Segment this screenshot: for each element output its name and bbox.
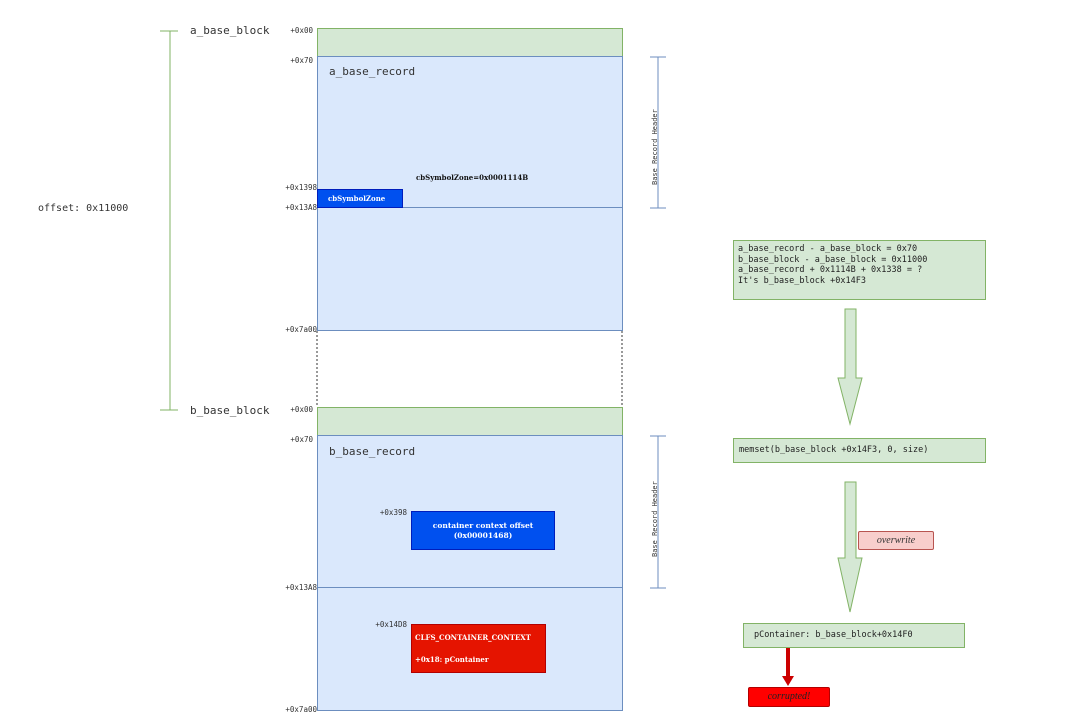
b-offset-13a8: +0x13A8	[285, 583, 317, 592]
memset-box: memset(b_base_block +0x14F3, 0, size)	[733, 438, 986, 463]
cb-symbol-zone-text: cbSymbolZone	[328, 194, 386, 203]
a-offset-70: +0x70	[290, 56, 313, 65]
clfs-pcontainer-field: +0x18: pContainer	[415, 655, 489, 664]
container-context-offset-line2: (0x00001468)	[453, 531, 513, 540]
down-arrow-1	[837, 308, 863, 426]
clfs-container-context-title: CLFS_CONTAINER_CONTEXT	[415, 633, 531, 642]
b-base-record-label: b_base_record	[329, 445, 416, 458]
cb-symbol-zone-field: cbSymbolZone	[317, 189, 403, 208]
b-offset-398: +0x398	[379, 508, 407, 517]
corrupted-tag: corrupted!	[748, 687, 830, 707]
container-context-offset-line1: container context offset	[432, 521, 534, 530]
b-base-block-label: b_base_block	[190, 404, 270, 417]
calc-line: a_base_record + 0x1114B + 0x1338 = ?	[738, 265, 923, 275]
calc-line: a_base_record - a_base_block = 0x70	[738, 244, 918, 254]
cb-symbol-zone-value: cbSymbolZone=0x0001114B	[416, 173, 529, 182]
memset-text: memset(b_base_block +0x14F3, 0, size)	[739, 445, 929, 455]
a-offset-1398: +0x1398	[285, 183, 317, 192]
a-offset-13a8: +0x13A8	[285, 203, 317, 212]
a-offset-00: +0x00	[290, 26, 313, 35]
container-context-offset-field: container context offset (0x00001468)	[411, 511, 555, 550]
down-arrow-2	[837, 481, 863, 613]
overwrite-tag: overwrite	[858, 531, 934, 550]
a-block-header	[317, 28, 623, 57]
a-base-record	[317, 56, 623, 208]
a-block-body	[317, 207, 623, 331]
b-offset-14d8: +0x14D8	[375, 620, 407, 629]
calc-line: It's b_base_block +0x14F3	[738, 275, 866, 286]
pcontainer-text: pContainer: b_base_block+0x14F0	[754, 630, 913, 640]
clfs-container-context: CLFS_CONTAINER_CONTEXT +0x18: pContainer	[411, 624, 546, 673]
b-offset-7a00: +0x7a00	[285, 705, 317, 714]
calc-note: a_base_record - a_base_block = 0x70 b_ba…	[733, 240, 986, 300]
pcontainer-box: pContainer: b_base_block+0x14F0	[743, 623, 965, 648]
b-block-body	[317, 587, 623, 711]
b-offset-70: +0x70	[290, 435, 313, 444]
calc-line: b_base_block - a_base_block = 0x11000	[738, 254, 928, 265]
corrupt-arrow-head	[782, 676, 794, 686]
a-offset-7a00: +0x7a00	[285, 325, 317, 334]
a-base-block-label: a_base_block	[190, 24, 270, 37]
offset-label: offset: 0x11000	[38, 203, 129, 214]
b-offset-00: +0x00	[290, 405, 313, 414]
a-base-record-label: a_base_record	[329, 65, 416, 78]
